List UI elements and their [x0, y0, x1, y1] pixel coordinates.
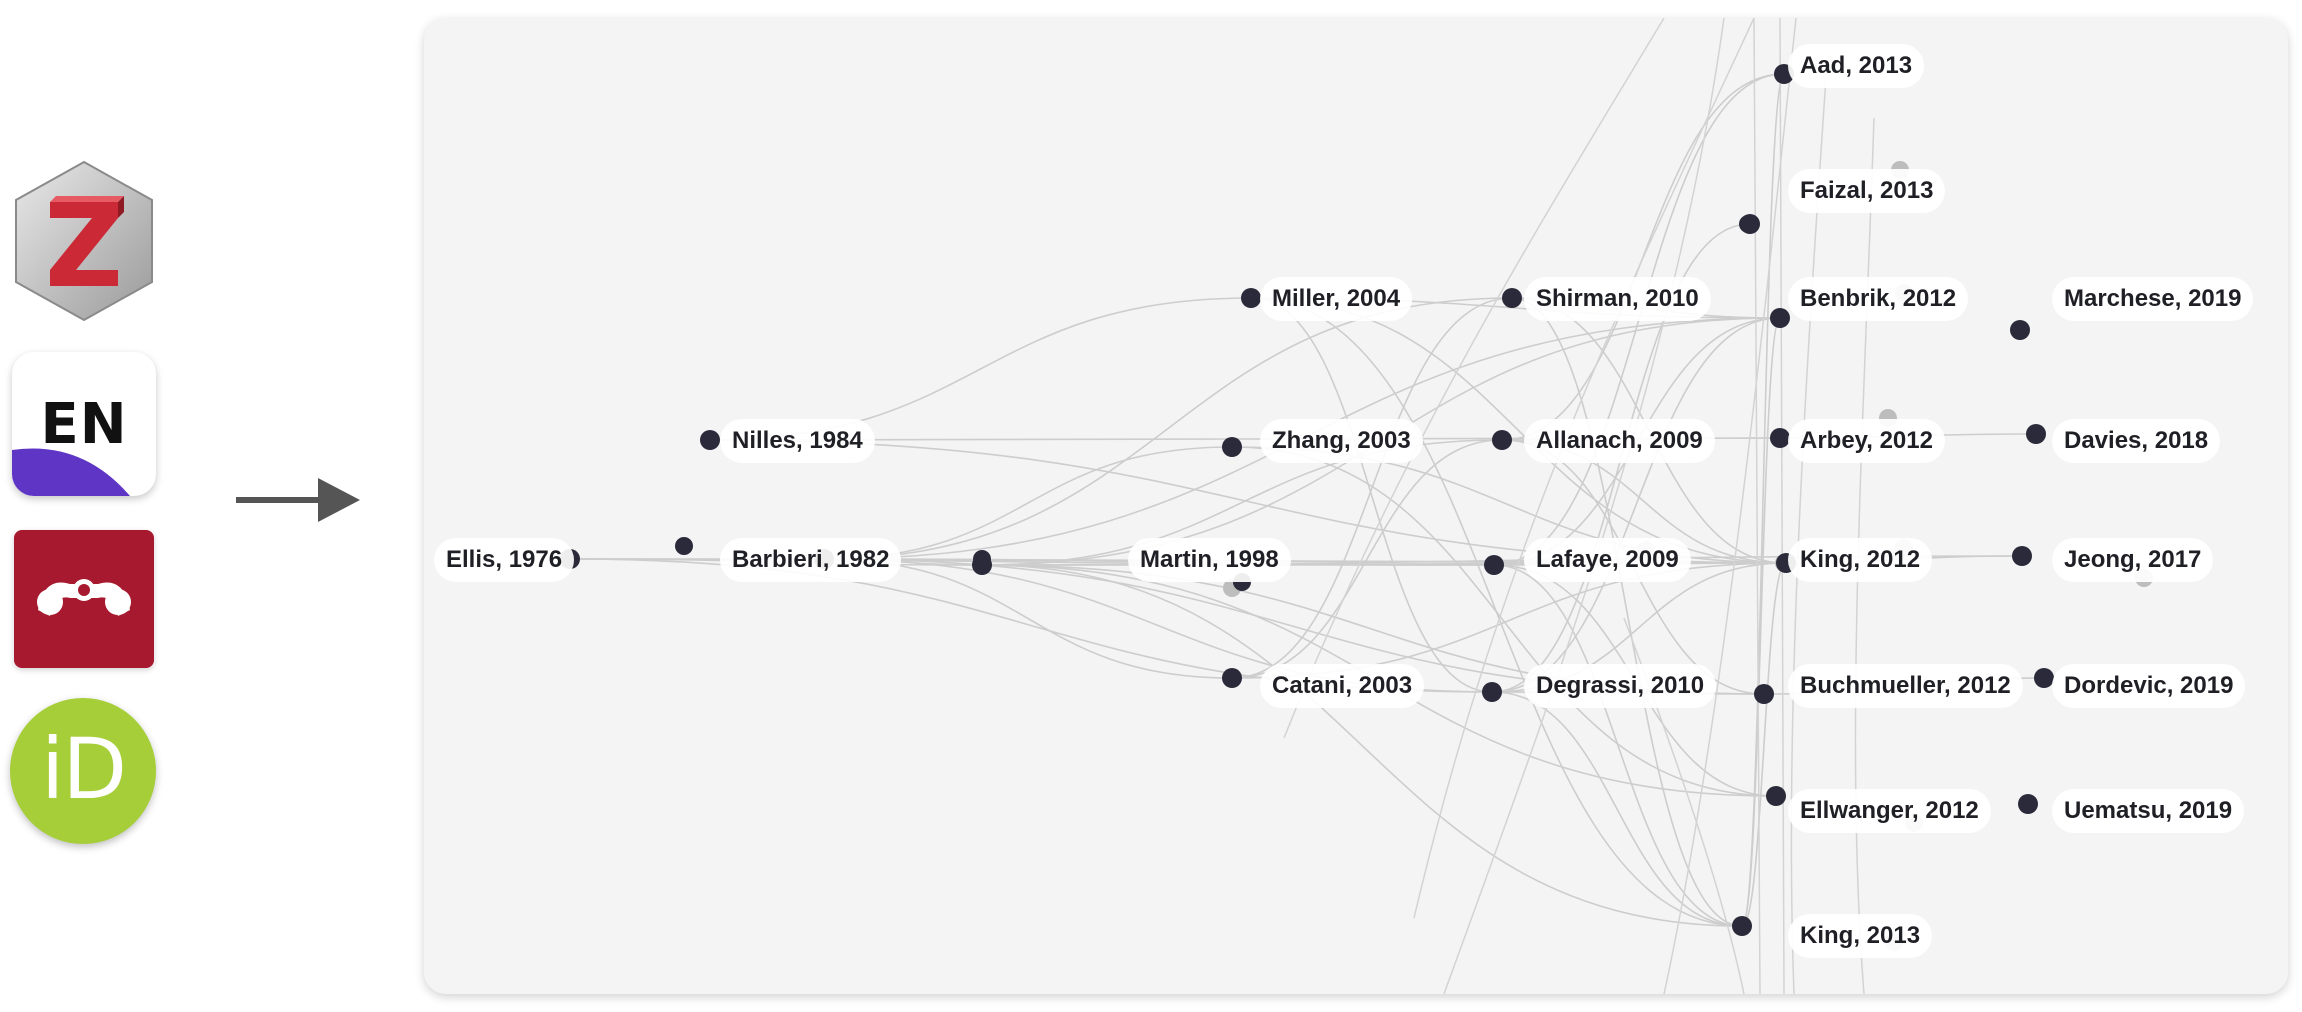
node-label-uematsu2019[interactable]: Uematsu, 2019 — [2052, 789, 2245, 833]
background-lines — [1283, 18, 1875, 994]
node-king2013[interactable] — [1732, 916, 1752, 936]
node-label-marchese2019[interactable]: Marchese, 2019 — [2052, 277, 2254, 321]
node-shirman2010[interactable] — [1502, 288, 1522, 308]
node-degrassi2010[interactable] — [1482, 682, 1502, 702]
node-label-arbey2012[interactable]: Arbey, 2012 — [1788, 419, 1945, 463]
citation-edge — [1741, 73, 1785, 927]
node-lafaye2009[interactable] — [1484, 555, 1504, 575]
node-benbrik2012[interactable] — [1770, 308, 1790, 328]
node-label-allanach2009[interactable]: Allanach, 2009 — [1524, 419, 1715, 463]
node-marchese2019[interactable] — [2010, 320, 2030, 340]
citation-edge — [1511, 297, 1743, 927]
node-label-davies2018[interactable]: Davies, 2018 — [2052, 419, 2221, 463]
node-label-lafaye2009[interactable]: Lafaye, 2009 — [1524, 538, 1691, 582]
node-label-shirman2010[interactable]: Shirman, 2010 — [1524, 277, 1711, 321]
citation-edge — [1250, 297, 1493, 693]
node-nilles1984[interactable] — [700, 430, 720, 450]
node-dordevic2019[interactable] — [2034, 668, 2054, 688]
citation-edge — [1741, 317, 1781, 927]
citation-edge — [1231, 446, 1777, 797]
node-uematsu2019[interactable] — [2018, 794, 2038, 814]
node-label-buchmueller2012[interactable]: Buchmueller, 2012 — [1788, 664, 2023, 708]
node-label-benbrik2012[interactable]: Benbrik, 2012 — [1788, 277, 1969, 321]
node-label-ellwanger2012[interactable]: Ellwanger, 2012 — [1788, 789, 1991, 833]
node-label-aad2013[interactable]: Aad, 2013 — [1788, 44, 1925, 88]
citation-edge — [1231, 297, 1513, 679]
citation-edge — [1741, 562, 1787, 927]
zotero-icon[interactable] — [12, 160, 156, 322]
node-label-nilles1984[interactable]: Nilles, 1984 — [720, 419, 875, 463]
node-arbey2012[interactable] — [1770, 428, 1790, 448]
node-label-barbieri1982[interactable]: Barbieri, 1982 — [720, 538, 902, 582]
endnote-icon[interactable]: EN — [12, 352, 156, 496]
orcid-glyph: iD — [40, 720, 127, 818]
node-label-degrassi2010[interactable]: Degrassi, 2010 — [1524, 664, 1717, 708]
citation-edge — [1491, 691, 1743, 927]
node-label-zhang2003[interactable]: Zhang, 2003 — [1260, 419, 1423, 463]
node-jeong2017[interactable] — [2012, 546, 2032, 566]
node-miller2004[interactable] — [1241, 288, 1261, 308]
node-ellwanger2012[interactable] — [1766, 786, 1786, 806]
citation-edge — [1231, 446, 1787, 564]
node-davies2018[interactable] — [2026, 424, 2046, 444]
citation-edge — [1491, 317, 1781, 693]
node-buchmueller2012[interactable] — [1754, 684, 1774, 704]
node-label-faizal2013[interactable]: Faizal, 2013 — [1788, 169, 1946, 213]
node-label-king2012[interactable]: King, 2012 — [1788, 538, 1933, 582]
node-label-dordevic2019[interactable]: Dordevic, 2019 — [2052, 664, 2246, 708]
nodes-layer — [560, 64, 2054, 936]
node-label-miller2004[interactable]: Miller, 2004 — [1260, 277, 1413, 321]
node-allanach2009[interactable] — [1492, 430, 1512, 450]
citation-edge — [981, 564, 1743, 927]
citation-edge — [1493, 564, 1743, 927]
endnote-glyph: EN — [40, 392, 128, 457]
node-label-jeong2017[interactable]: Jeong, 2017 — [2052, 538, 2214, 582]
node-label-catani2003[interactable]: Catani, 2003 — [1260, 664, 1425, 708]
node-label-martin1998[interactable]: Martin, 1998 — [1128, 538, 1291, 582]
orcid-icon[interactable]: iD — [10, 698, 156, 844]
arrow-right-icon — [236, 478, 360, 522]
citation-graph — [560, 18, 2153, 994]
node-label-king2013[interactable]: King, 2013 — [1788, 914, 1933, 958]
mendeley-icon[interactable] — [14, 530, 154, 668]
node-label-ellis1976[interactable]: Ellis, 1976 — [434, 538, 575, 582]
node-catani2003[interactable] — [1222, 668, 1242, 688]
node-zhang2003[interactable] — [1222, 437, 1242, 457]
extra-nodes-layer — [675, 215, 1757, 591]
